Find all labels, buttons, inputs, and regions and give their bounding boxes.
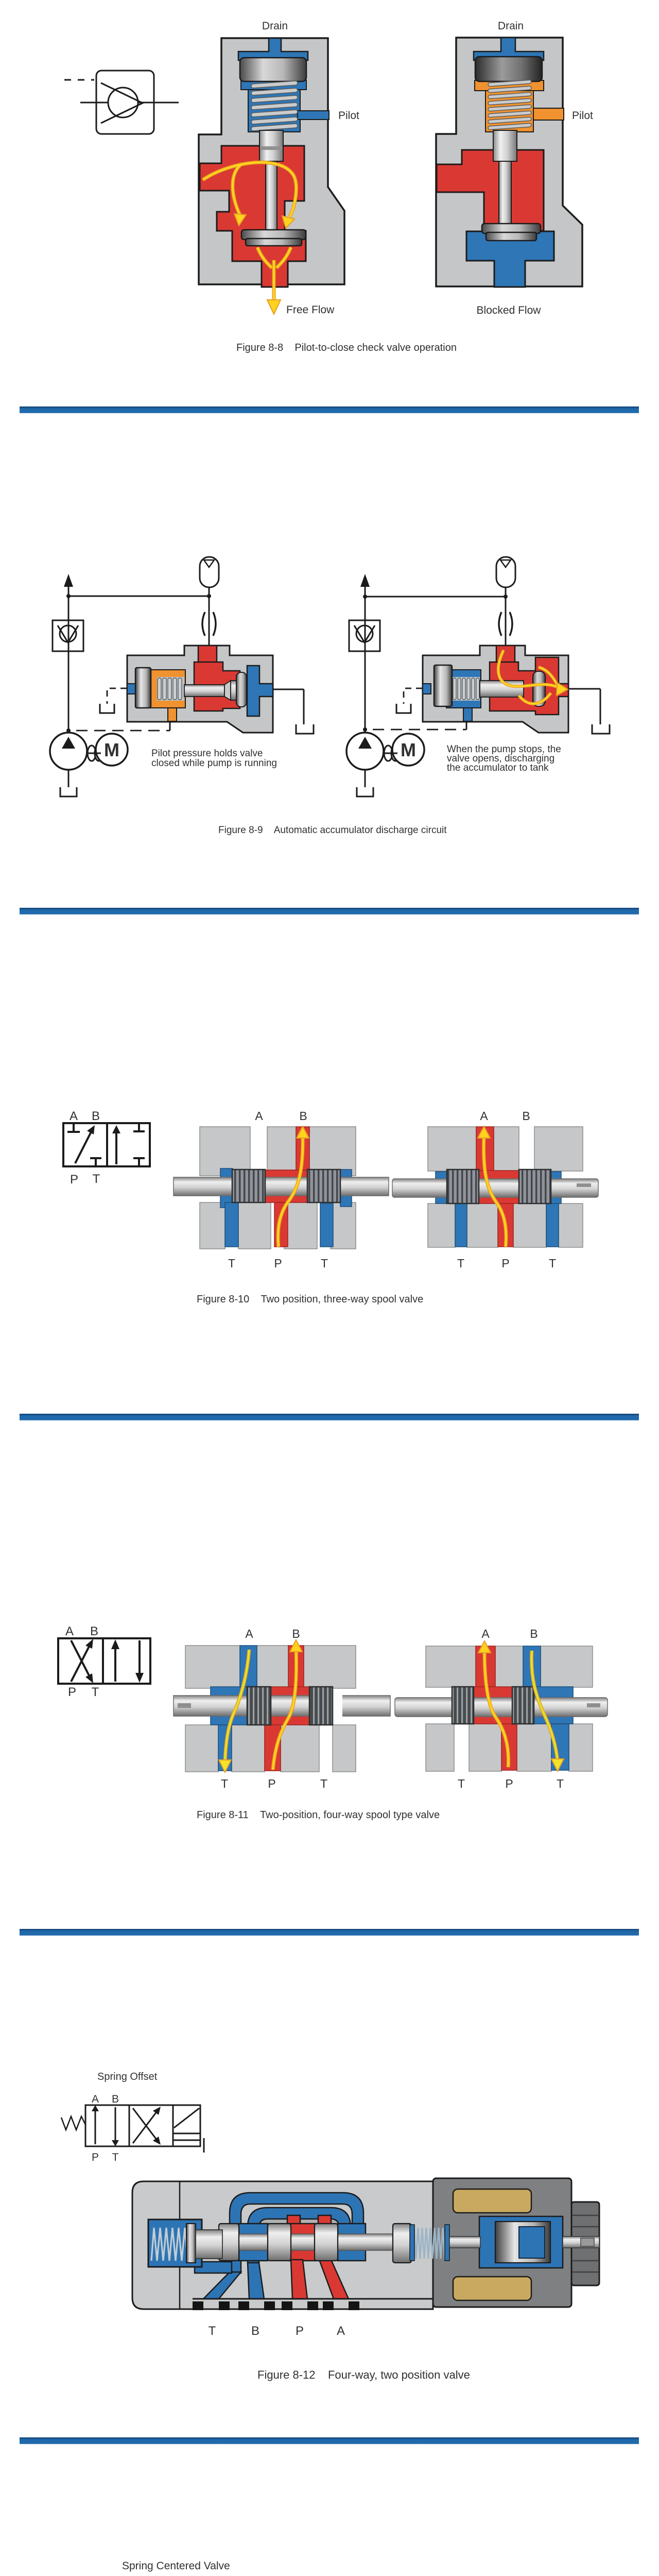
svg-text:valve opens, discharging: valve opens, discharging xyxy=(447,753,554,764)
svg-text:Pilot pressure holds valve: Pilot pressure holds valve xyxy=(151,748,263,759)
svg-text:B: B xyxy=(530,1627,537,1640)
svg-text:A: A xyxy=(65,1624,74,1638)
svg-text:Pilot: Pilot xyxy=(338,110,359,122)
svg-text:Figure 8-9 Automatic accumu: Figure 8-9 Automatic accumulator dischar… xyxy=(218,825,447,836)
svg-text:A: A xyxy=(481,1627,490,1640)
svg-text:Spring Offset: Spring Offset xyxy=(97,2071,158,2082)
svg-text:Spring Centered Valve: Spring Centered Valve xyxy=(122,2560,230,2572)
svg-text:Drain: Drain xyxy=(498,20,524,32)
svg-text:Figure 8-11 Two-position, f: Figure 8-11 Two-position, four-way spool… xyxy=(197,1809,440,1821)
svg-text:P: P xyxy=(268,1777,275,1790)
svg-text:P: P xyxy=(70,1173,78,1187)
svg-text:Pilot: Pilot xyxy=(572,110,593,122)
svg-text:B: B xyxy=(292,1627,300,1640)
svg-text:P: P xyxy=(501,1257,509,1270)
svg-text:T: T xyxy=(549,1257,556,1270)
svg-text:T: T xyxy=(92,1685,99,1699)
svg-text:closed while pump is running: closed while pump is running xyxy=(151,758,277,769)
svg-text:When the pump stops, the: When the pump stops, the xyxy=(447,744,561,755)
svg-text:T: T xyxy=(320,1777,327,1790)
svg-text:A: A xyxy=(245,1627,253,1640)
svg-text:B: B xyxy=(112,2093,119,2105)
svg-text:Blocked Flow: Blocked Flow xyxy=(477,304,542,316)
svg-text:Drain: Drain xyxy=(262,20,288,32)
svg-text:the accumulator to tank: the accumulator to tank xyxy=(447,762,549,773)
svg-text:T: T xyxy=(112,2151,119,2163)
svg-text:A: A xyxy=(70,1109,78,1123)
svg-text:T: T xyxy=(93,1172,100,1186)
svg-text:T: T xyxy=(321,1257,328,1270)
svg-text:Figure 8-10 Two position, t: Figure 8-10 Two position, three-way spoo… xyxy=(197,1294,423,1305)
svg-text:T: T xyxy=(228,1257,235,1270)
svg-text:T: T xyxy=(557,1777,564,1790)
svg-text:P: P xyxy=(92,2151,99,2163)
svg-text:A: A xyxy=(255,1109,263,1123)
svg-text:M: M xyxy=(401,739,416,760)
svg-text:Figure 8-8 Pilot-to-close c: Figure 8-8 Pilot-to-close check valve op… xyxy=(236,342,457,353)
svg-text:A: A xyxy=(92,2093,99,2105)
svg-text:P: P xyxy=(68,1685,76,1699)
svg-text:M: M xyxy=(104,739,119,760)
svg-text:P: P xyxy=(296,2324,304,2338)
svg-text:B: B xyxy=(92,1109,100,1123)
svg-text:B: B xyxy=(522,1109,530,1123)
svg-text:Figure 8-12 Four-way, two p: Figure 8-12 Four-way, two position valve xyxy=(257,2368,470,2381)
svg-text:T: T xyxy=(209,2324,216,2338)
svg-text:P: P xyxy=(505,1777,513,1790)
svg-text:B: B xyxy=(251,2324,259,2338)
svg-text:A: A xyxy=(480,1109,488,1123)
svg-text:T: T xyxy=(458,1777,465,1790)
svg-text:B: B xyxy=(90,1624,98,1638)
svg-text:P: P xyxy=(274,1257,282,1270)
svg-text:B: B xyxy=(299,1109,307,1123)
svg-text:A: A xyxy=(337,2324,345,2338)
svg-text:Free Flow: Free Flow xyxy=(286,304,335,316)
svg-text:T: T xyxy=(221,1777,228,1790)
svg-text:T: T xyxy=(457,1257,464,1270)
